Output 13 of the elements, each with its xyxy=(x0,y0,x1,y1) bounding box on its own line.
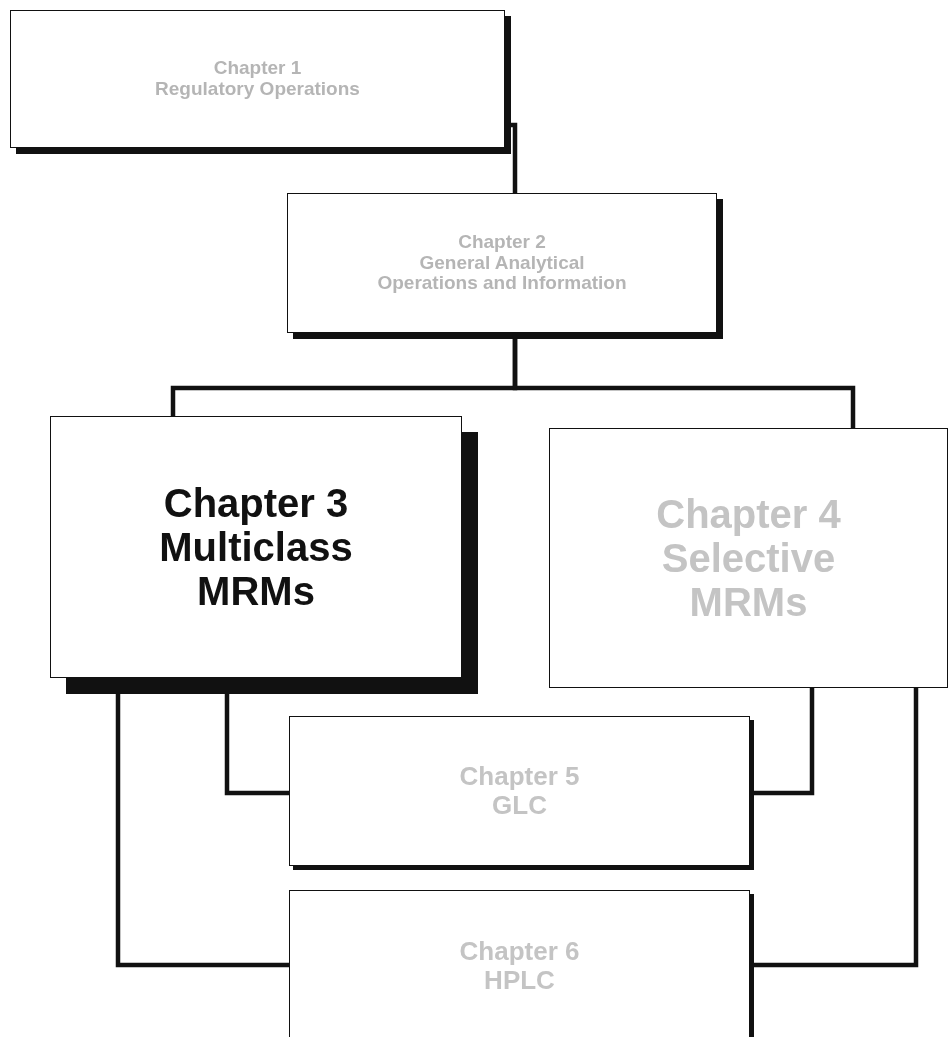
chapter-number: Chapter 1 xyxy=(213,58,302,79)
chapter-title: General Analytical Operations and Information xyxy=(376,252,628,295)
chapter-number: Chapter 3 xyxy=(163,481,349,525)
chapter-title: Multiclass MRMs xyxy=(158,525,354,613)
chapter-number: Chapter 4 xyxy=(656,492,841,536)
chapter-number: Chapter 5 xyxy=(459,762,580,791)
chapter-number: Chapter 6 xyxy=(459,936,580,966)
chapter-title: Regulatory Operations xyxy=(155,79,360,100)
chapter-title: GLC xyxy=(492,791,547,820)
chapter-title: HPLC xyxy=(484,965,555,995)
chapter-box xyxy=(549,428,948,688)
chapter-title: Selective MRMs xyxy=(660,536,837,624)
chapter-number: Chapter 2 xyxy=(458,231,546,253)
